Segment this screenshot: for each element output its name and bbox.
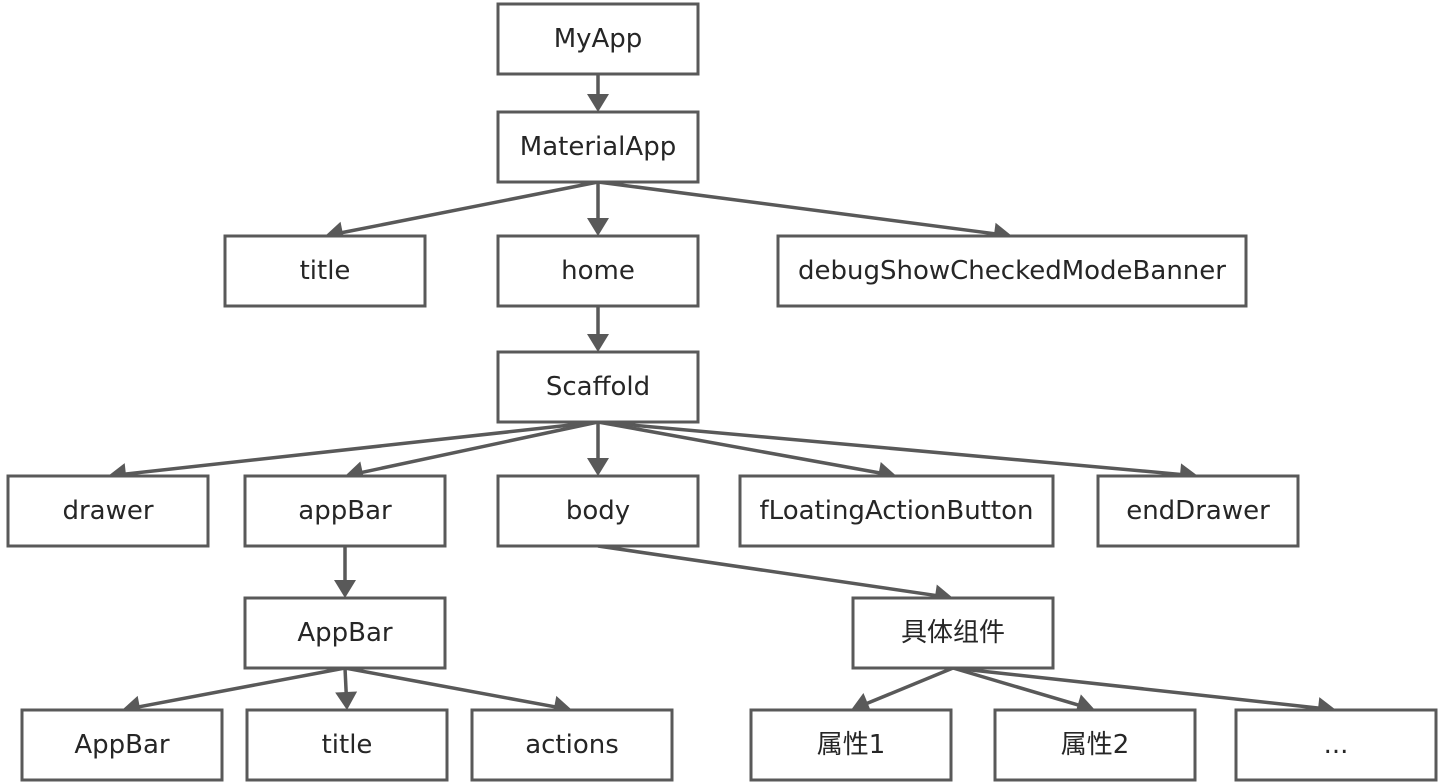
node-label: body: [566, 496, 630, 526]
node-label: 属性1: [817, 730, 886, 760]
node-appbar-widget: AppBar: [243, 596, 447, 670]
node-label: endDrawer: [1126, 496, 1270, 526]
node-box: [496, 110, 700, 184]
node-label: title: [300, 256, 351, 286]
node-box: [496, 234, 700, 308]
edge-appbar-widget-to-title2: [343, 667, 348, 695]
node-box: [776, 234, 1248, 308]
node-box: [245, 708, 449, 782]
node-box: [6, 474, 210, 548]
node-label: drawer: [62, 496, 153, 526]
node-title1: title: [223, 234, 427, 308]
edge-materialapp-to-title1: [340, 180, 599, 235]
node-box: [993, 708, 1197, 782]
node-widget: 具体组件: [851, 596, 1055, 670]
node-box: [496, 350, 700, 424]
node-prop1: 属性1: [749, 708, 953, 782]
node-label: actions: [525, 730, 619, 760]
node-drawer: drawer: [6, 474, 210, 548]
edge-appbar-widget-to-appbar-leaf: [137, 666, 346, 709]
node-label: 属性2: [1061, 730, 1130, 760]
arrowhead-home: [587, 218, 609, 236]
arrowhead-scaffold: [587, 334, 609, 352]
node-label: Scaffold: [546, 372, 650, 402]
node-materialapp: MaterialApp: [496, 110, 700, 184]
node-home: home: [496, 234, 700, 308]
edge-body-to-widget: [597, 544, 938, 598]
edge-scaffold-to-appbar-prop: [360, 420, 599, 475]
node-scaffold: Scaffold: [496, 350, 700, 424]
node-actions: actions: [470, 708, 674, 782]
node-label: AppBar: [297, 618, 393, 648]
node-label: AppBar: [74, 730, 170, 760]
node-myapp: MyApp: [496, 2, 700, 76]
node-box: [1096, 474, 1300, 548]
node-label: home: [561, 256, 635, 286]
node-enddrawer: endDrawer: [1096, 474, 1300, 548]
node-title2: title: [245, 708, 449, 782]
node-fab: fLoatingActionButton: [738, 474, 1055, 548]
node-box: [1234, 708, 1438, 782]
arrowhead-prop1: [851, 692, 872, 714]
node-box: [496, 2, 700, 76]
arrowhead-title2: [335, 691, 358, 710]
edge-materialapp-to-debug: [597, 180, 997, 236]
edge-widget-to-prop2: [952, 666, 1081, 708]
node-box: [223, 234, 427, 308]
node-label: MaterialApp: [520, 132, 676, 162]
node-box: [20, 708, 224, 782]
node-box: [738, 474, 1055, 548]
node-more: ...: [1234, 708, 1438, 782]
arrowhead-materialapp: [587, 94, 609, 112]
node-prop2: 属性2: [993, 708, 1197, 782]
node-label: ...: [1324, 730, 1349, 760]
node-box: [749, 708, 953, 782]
edge-widget-to-more: [952, 666, 1321, 710]
node-label: title: [322, 730, 373, 760]
edge-widget-to-prop1: [865, 666, 954, 706]
node-box: [496, 474, 700, 548]
node-debug: debugShowCheckedModeBanner: [776, 234, 1248, 308]
node-appbar-leaf: AppBar: [20, 708, 224, 782]
node-label: fLoatingActionButton: [760, 496, 1034, 526]
node-appbar-prop: appBar: [243, 474, 447, 548]
node-body: body: [496, 474, 700, 548]
node-label: appBar: [298, 496, 392, 526]
node-box: [243, 474, 447, 548]
node-box: [470, 708, 674, 782]
node-label: debugShowCheckedModeBanner: [798, 256, 1226, 286]
edge-scaffold-to-fab: [597, 420, 882, 475]
node-label: 具体组件: [901, 618, 1005, 648]
node-label: MyApp: [554, 24, 643, 54]
arrowhead-appbar-widget: [334, 580, 356, 598]
arrowhead-body: [587, 458, 609, 476]
edge-scaffold-to-enddrawer: [597, 420, 1183, 477]
edge-appbar-widget-to-actions: [344, 666, 557, 709]
edge-scaffold-to-drawer: [123, 420, 599, 476]
node-box: [851, 596, 1055, 670]
node-box: [243, 596, 447, 670]
